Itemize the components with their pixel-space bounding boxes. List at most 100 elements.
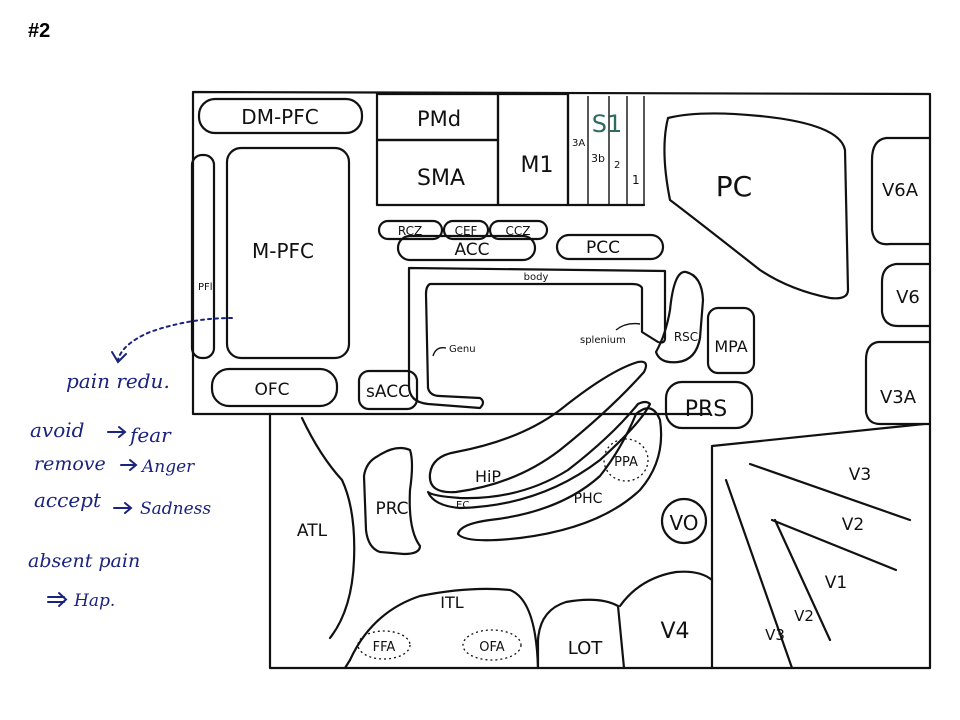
label-ccz: CCZ [506,224,531,238]
border-v3-v2-lower [724,478,794,670]
region-m1 [496,92,570,207]
region-ofc [210,367,339,408]
arrow-absent-pain-hap [47,592,68,607]
region-prs [664,380,754,430]
region-rcz [377,219,444,241]
region-ppa [603,438,649,482]
label-pcc: PCC [586,238,620,258]
arrow-avoid-fear [107,426,127,438]
region-cef [442,219,490,241]
label-v1: V1 [825,573,847,593]
note-anger: Anger [140,457,195,477]
arrow-remove-anger [120,459,138,471]
region-itl [343,587,540,670]
slide-number: #2 [28,20,51,42]
label-ofa: OFA [479,640,505,655]
corpus-callosum [407,266,667,410]
arrow-accept-sadness [113,502,133,514]
region-m-pfc [225,146,351,360]
region-dm-pfc [197,97,364,135]
label-ffa: FFA [373,640,396,655]
label-sma: SMA [417,166,465,191]
label-rcz: RCZ [398,224,422,238]
region-atl-border [300,416,356,640]
note-avoid: avoid [30,418,84,442]
region-rsc [654,270,705,364]
label-atl: ATL [297,521,328,541]
label-ofc: OFC [254,380,289,400]
label-prc: PRC [375,499,408,519]
label-v6: V6 [896,287,920,308]
region-ofa [462,629,522,661]
label-m-pfc: M-PFC [252,239,314,263]
label-s1-3b: 3b [591,152,605,165]
region-ec [426,400,652,510]
region-prc [362,446,422,556]
region-sacc [357,369,419,411]
region-v3a [864,340,932,426]
label-v3-top: V3 [849,465,871,485]
region-acc [396,234,537,262]
label-genu: Genu [449,344,476,355]
label-cef: CEF [455,224,478,238]
label-v2-top: V2 [842,515,864,535]
label-v4: V4 [660,619,689,644]
note-hap: Hap. [73,591,115,611]
region-ccz [488,219,549,241]
label-sacc: sACC [366,382,410,402]
label-pc: PC [716,170,752,203]
region-ffa [357,630,411,660]
label-pfl: PFl [198,282,213,293]
label-prs: PRS [685,397,728,422]
note-pain-redu: pain redu. [66,369,170,393]
region-v4 [618,570,714,608]
label-ppa: PPA [614,455,638,470]
label-rsc: RSC [674,330,698,344]
label-itl: ITL [440,593,463,612]
region-pcc [555,233,665,261]
label-s1: S1 [592,110,623,138]
note-fear: fear [128,423,172,447]
region-vo [660,497,708,545]
label-v3-bottom: V3 [765,626,785,644]
label-m1: M1 [521,153,554,178]
pain-arrow [117,317,233,361]
region-s1 [566,92,646,207]
label-s1-1: 1 [632,173,640,187]
pain-arrow-head [111,351,127,364]
label-lot: LOT [568,638,604,659]
region-mpa [706,306,756,375]
label-body: body [524,272,549,283]
border-v2-v1-lower [773,518,832,642]
label-v3a: V3A [880,387,917,408]
label-dm-pfc: DM-PFC [241,105,318,129]
label-hip: HiP [475,467,501,486]
region-v6 [880,262,932,328]
genu-pointer [432,346,447,357]
label-s1-3a: 3A [572,138,585,149]
label-s1-2: 2 [614,160,620,171]
note-sadness: Sadness [140,499,211,519]
label-mpa: MPA [714,337,747,356]
note-absent-pain: absent pain [28,550,140,572]
region-lot [536,598,626,670]
region-pfl [190,153,216,360]
border-v2-v1 [770,518,898,572]
region-v6a [870,136,932,246]
note-accept: accept [34,488,102,512]
label-phc: PHC [574,491,603,507]
label-ec: EC [456,500,469,511]
region-hip [428,360,648,494]
note-remove: remove [34,453,106,475]
border-v3-v2 [748,462,912,522]
label-acc: ACC [454,240,489,260]
region-early-visual-box [710,422,926,670]
splenium-pointer [615,322,641,331]
label-v6a: V6A [882,180,919,201]
label-pmd: PMd [417,107,461,131]
label-vo: VO [669,511,698,535]
region-phc [456,407,663,542]
label-v2-bottom: V2 [794,607,814,625]
region-pc [663,112,850,300]
